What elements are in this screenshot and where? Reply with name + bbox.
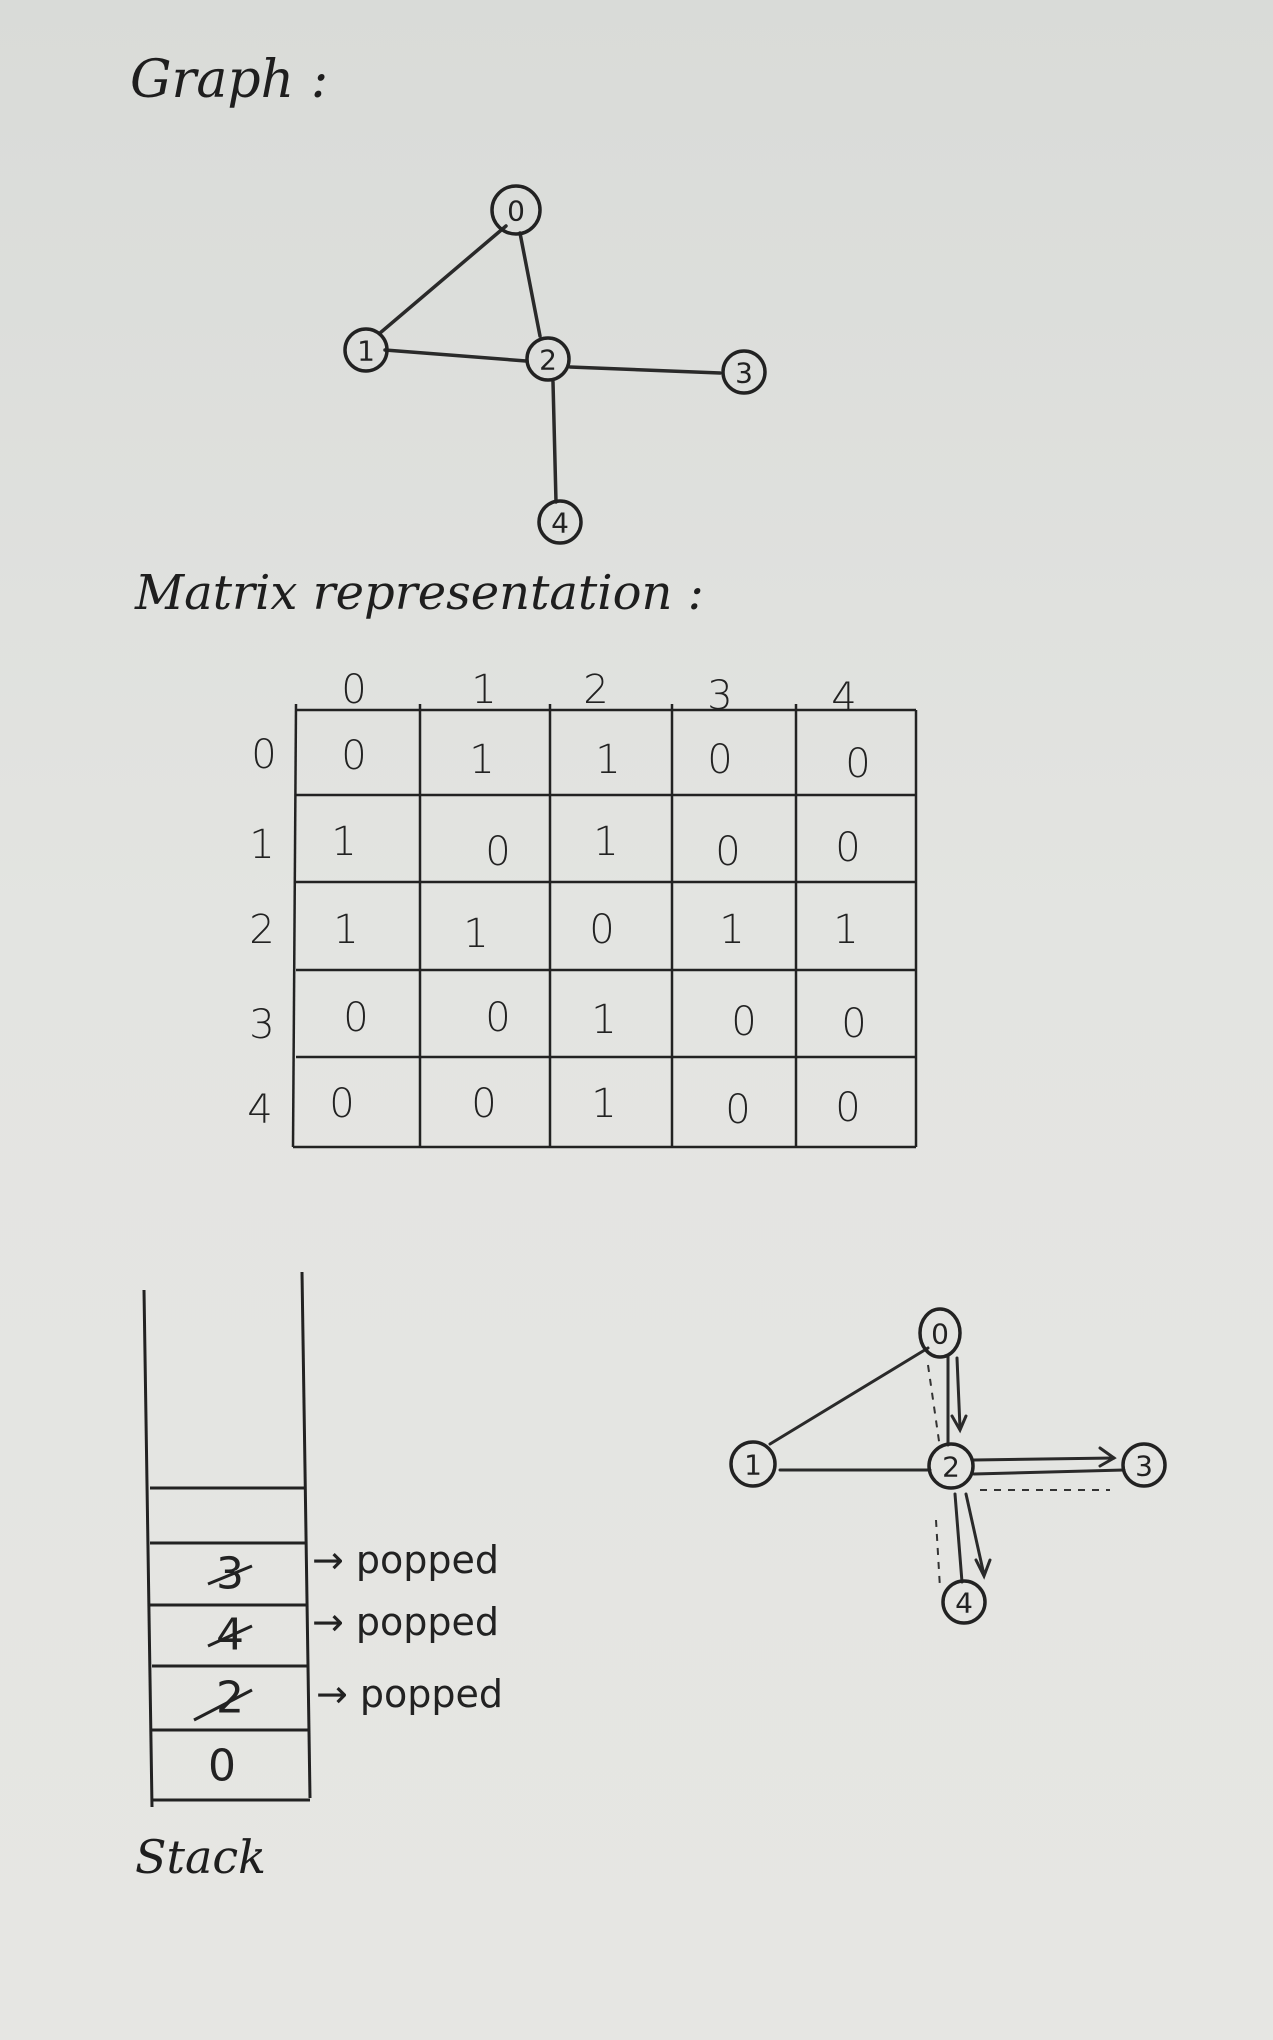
graph-node-0-label: 0	[507, 195, 525, 228]
matrix-cell: 0	[835, 825, 860, 871]
matrix-row-header-3: 3	[249, 1002, 274, 1048]
traversal-node-4-label: 4	[955, 1587, 973, 1620]
matrix-cell: 0	[589, 907, 614, 953]
matrix-cell: 0	[731, 999, 756, 1045]
matrix-cell: 0	[841, 1001, 866, 1047]
edge-2-4	[551, 380, 558, 504]
stack-strike-4	[207, 1624, 253, 1648]
matrix-col-header-4: 4	[831, 675, 856, 721]
matrix-col-header-0: 0	[341, 667, 366, 713]
traversal-node-3-label: 3	[1135, 1450, 1153, 1483]
graph-heading: Graph :	[130, 50, 329, 110]
graph-node-4: 4	[537, 499, 583, 545]
matrix-cell: 0	[707, 737, 732, 783]
matrix-cell: 1	[591, 997, 616, 1043]
graph-node-1-label: 1	[357, 335, 375, 368]
traversal-diagram: 0 1 2 3 4	[729, 1307, 1167, 1625]
matrix-row-header-2: 2	[249, 907, 274, 953]
popped-note-2: → popped	[316, 1672, 503, 1716]
matrix-cell: 1	[331, 819, 356, 865]
matrix-cell: 0	[343, 995, 368, 1041]
graph-node-0: 0	[490, 184, 542, 236]
matrix-col-header-3: 3	[707, 673, 732, 719]
matrix-cell: 1	[833, 907, 858, 953]
adjacency-matrix: 0 1 2 3 4 0 1 2 3 4 0 1 1 0 0 1 0 1 0 0 …	[247, 667, 918, 1149]
matrix-cell: 0	[341, 733, 366, 779]
matrix-cell: 1	[333, 907, 358, 953]
traversal-node-0: 0	[918, 1307, 962, 1359]
traversal-node-1: 1	[729, 1440, 777, 1488]
traversal-node-3: 3	[1121, 1442, 1167, 1488]
stack-diagram: 3 4 2 0 → popped → popped → popped	[142, 1271, 503, 1808]
matrix-cell: 0	[485, 829, 510, 875]
matrix-row-header-4: 4	[247, 1087, 272, 1133]
stack-cell-0: 0	[208, 1741, 236, 1792]
matrix-col-header-2: 2	[583, 667, 608, 713]
matrix-cell: 0	[845, 741, 870, 787]
traversal-node-4: 4	[941, 1579, 987, 1625]
matrix-row-header-1: 1	[249, 822, 274, 868]
graph-node-2-label: 2	[539, 344, 557, 377]
matrix-cell: 1	[595, 737, 620, 783]
stack-cell-2: 2	[216, 1673, 244, 1724]
matrix-cell: 0	[471, 1081, 496, 1127]
matrix-row-header-0: 0	[251, 732, 276, 778]
graph-node-2: 2	[525, 336, 571, 382]
matrix-cell: 1	[593, 819, 618, 865]
matrix-cell: 0	[725, 1087, 750, 1133]
stack-strike-3	[207, 1564, 253, 1586]
graph-diagram: 0 1 2 3 4	[343, 184, 767, 545]
matrix-cell: 1	[591, 1081, 616, 1127]
edge-2-3	[568, 365, 722, 375]
matrix-cell: 1	[719, 907, 744, 953]
matrix-heading: Matrix representation :	[135, 565, 704, 621]
edge-0-2	[518, 231, 542, 338]
matrix-cell: 0	[329, 1081, 354, 1127]
traversal-node-2: 2	[927, 1442, 975, 1490]
matrix-col-header-1: 1	[471, 667, 496, 713]
edge-1-2	[383, 348, 528, 363]
graph-node-3: 3	[721, 349, 767, 395]
matrix-cell: 1	[463, 911, 488, 957]
popped-note-3: → popped	[312, 1538, 499, 1582]
popped-note-4: → popped	[312, 1600, 499, 1644]
graph-node-1: 1	[343, 327, 389, 373]
matrix-cell: 0	[485, 995, 510, 1041]
traversal-node-0-label: 0	[931, 1318, 949, 1351]
matrix-cell: 0	[835, 1085, 860, 1131]
edge-0-1	[378, 224, 508, 335]
graph-node-3-label: 3	[735, 357, 753, 390]
matrix-cell: 1	[469, 737, 494, 783]
graph-node-4-label: 4	[551, 507, 569, 540]
stack-strike-2	[193, 1688, 253, 1722]
stack-label: Stack	[135, 1830, 267, 1884]
traversal-node-2-label: 2	[942, 1451, 960, 1484]
traversal-node-1-label: 1	[744, 1449, 762, 1482]
matrix-cell: 0	[715, 829, 740, 875]
